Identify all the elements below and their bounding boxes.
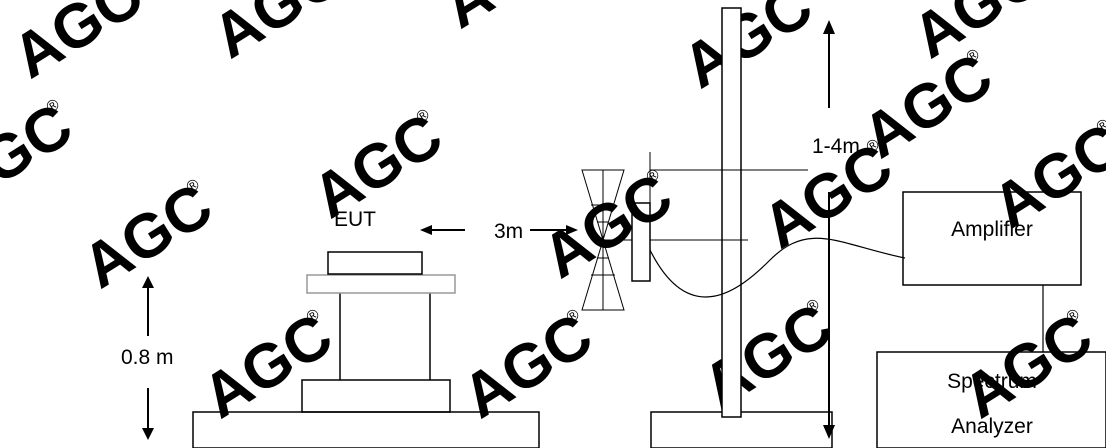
table-height-label: 0.8 m [121, 346, 174, 369]
svg-text:AGC: AGC [431, 0, 584, 42]
distance-arrow-right-head [566, 225, 578, 235]
antenna-mast-pole [721, 7, 742, 418]
agc-watermark: AGC® [301, 100, 454, 232]
distance-label: 3m [494, 220, 523, 243]
agc-watermark: AGC® [0, 90, 84, 222]
biconical-antenna [581, 169, 632, 311]
spectrum-analyzer-box [876, 351, 1106, 448]
agc-watermark: AGC® [951, 300, 1104, 432]
eut-label: EUT [334, 208, 376, 231]
agc-watermark: AGC® [691, 290, 844, 422]
distance-arrow-left-head [420, 225, 432, 235]
amplifier-box [902, 191, 1082, 286]
spectrum-label-line2: Analyzer [951, 415, 1033, 438]
agc-watermark: AGC® [201, 0, 354, 72]
rf-cable [649, 237, 906, 298]
agc-watermark: AGC® [1, 0, 154, 92]
turntable-base [301, 379, 451, 413]
eut-box [327, 251, 423, 275]
agc-watermark: AGC® [671, 0, 824, 102]
agc-watermark: AGC® [431, 0, 584, 42]
spectrum-label-line1: Spectrum [947, 370, 1037, 393]
svg-text:AGC: AGC [0, 90, 84, 222]
height-arrow-down-head [142, 428, 154, 440]
svg-text:AGC: AGC [671, 0, 824, 102]
height-scan-label: 1-4m [812, 135, 860, 158]
table-top [306, 274, 456, 294]
svg-text:AGC: AGC [1, 0, 154, 92]
amplifier-label: Amplifier [951, 218, 1033, 241]
height-scan-arrow-up-head [823, 20, 835, 34]
svg-text:AGC: AGC [201, 0, 354, 72]
height-arrow-up-head [142, 276, 154, 288]
height-scan-arrow-down-head [823, 425, 835, 439]
antenna-mount-block [631, 202, 651, 282]
